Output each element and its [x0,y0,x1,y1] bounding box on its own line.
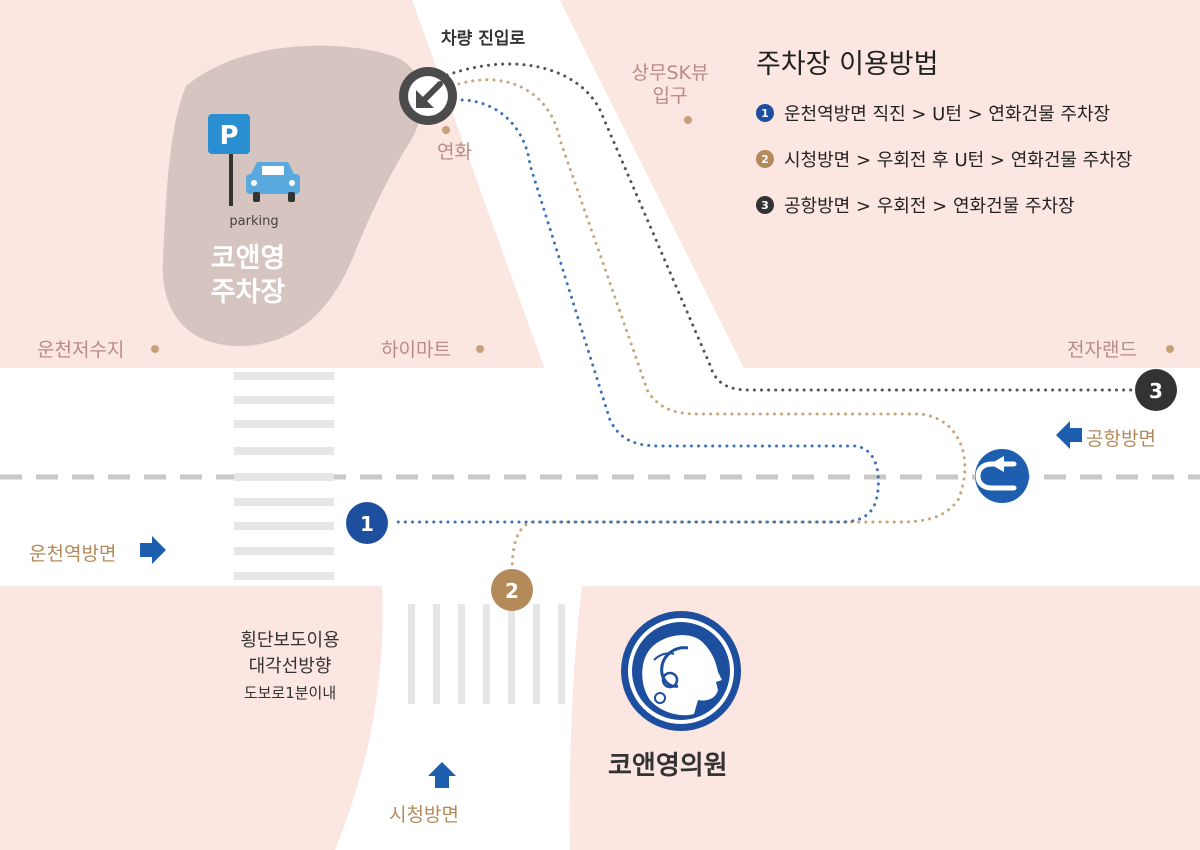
arrow-east-icon [140,536,166,564]
car-icon [246,162,300,202]
route-badge-3: 3 [1135,369,1177,411]
legend-item-3: 3 공항방면 > 우회전 > 연화건물 주차장 [756,192,1075,218]
clinic-logo-icon [621,611,741,731]
legend-badge-1: 1 [756,104,774,122]
svg-text:2: 2 [505,579,519,603]
place-sk-view: 상무SK뷰 입구 [622,58,718,108]
legend-title: 주차장 이용방법 [756,49,939,80]
legend-badge-3: 3 [756,196,774,214]
clinic-name: 코앤영의원 [608,751,728,781]
legend-text-2: 시청방면 > 우회전 후 U턴 > 연화건물 주차장 [784,150,1133,171]
place-uncheon-reservoir: 운천저수지 [37,339,125,361]
parking-caption: parking [229,214,279,229]
legend-badge-2: 2 [756,150,774,168]
parking-name-line2: 주차장 [210,277,286,308]
place-himart: 하이마트 [381,339,451,361]
entrance-label: 차량 진입로 [441,29,526,49]
direction-uncheon-station: 운천역방면 [29,543,117,565]
legend-text-1: 운천역방면 직진 > U턴 > 연화건물 주차장 [784,104,1111,125]
svg-text:3: 3 [1149,379,1163,403]
entrance-arrow-icon [399,67,457,125]
place-sk-view-line2: 입구 [652,85,688,107]
crosswalk-note-line2: 대각선방향 [248,656,332,677]
route-badge-2: 2 [491,569,533,611]
crosswalk-west [234,372,334,580]
direction-city-hall: 시청방면 [389,804,459,826]
arrow-north-icon [428,762,456,788]
direction-airport: 공항방면 [1086,428,1156,450]
parking-name-line1: 코앤영 [210,243,286,274]
crosswalk-south [408,604,565,704]
parking-sign-icon: P [208,114,250,206]
arrow-west-icon [1056,421,1082,449]
place-yeonhwa: 연화 [437,141,472,163]
route-3-line [445,62,1137,392]
vertical-road-south [335,586,582,850]
parking-name: 코앤영 주차장 [198,242,298,310]
svg-text:1: 1 [360,512,374,536]
route-badge-1: 1 [346,502,388,544]
svg-text:P: P [219,121,238,151]
legend-item-2: 2 시청방면 > 우회전 후 U턴 > 연화건물 주차장 [756,146,1132,172]
crosswalk-note-line1: 횡단보도이용 [240,630,340,651]
crosswalk-note-line3: 도보로1분이내 [243,684,337,702]
legend-text-3: 공항방면 > 우회전 > 연화건물 주차장 [784,196,1075,217]
u-turn-icon [975,449,1029,503]
legend-item-1: 1 운천역방면 직진 > U턴 > 연화건물 주차장 [756,100,1110,126]
route-2-line [450,78,967,577]
place-dots [151,116,1174,353]
place-sk-view-line1: 상무SK뷰 [631,62,709,84]
place-jeonja-land: 전자랜드 [1067,339,1137,361]
route-1-line [390,98,880,524]
crosswalk-note: 횡단보도이용 대각선방향 도보로1분이내 [210,628,370,706]
diagonal-road [412,0,745,370]
